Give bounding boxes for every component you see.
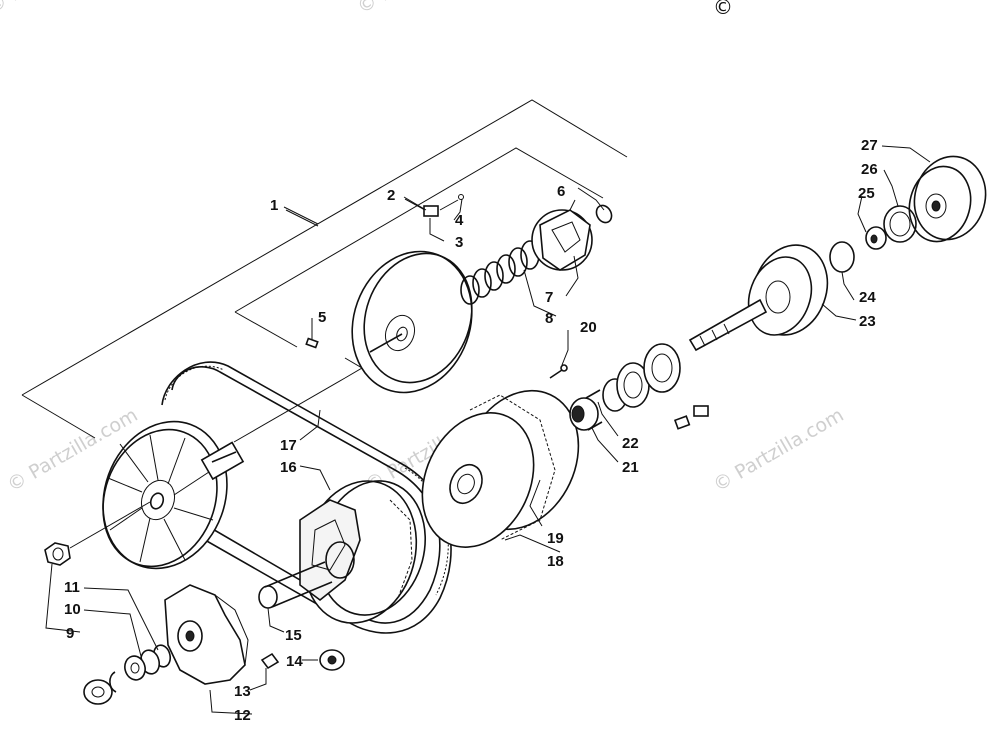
callout-8: 8 [545,310,553,327]
callouts: 1 2 3 4 5 6 7 8 9 10 11 12 13 14 15 16 1… [64,137,878,724]
bushing [319,649,345,671]
movable-drive-sheave [351,250,473,394]
callout-21: 21 [622,459,639,476]
watermark-copyright-mark: © [713,0,733,19]
driven-sheave [69,420,245,570]
leader-lines [45,145,931,715]
clip-assembly [423,194,464,217]
roller-bearing-26 [883,205,917,243]
bushing-25 [865,226,887,250]
driven-clutch [421,389,580,548]
callout-5: 5 [318,309,326,326]
callout-19: 19 [547,530,564,547]
callout-13: 13 [234,683,251,700]
watermark-top-mid: © Partzilla.com [354,0,492,18]
callout-4: 4 [455,212,464,229]
screw [549,364,568,379]
assembly-bracket-1 [21,99,628,439]
clutch-drum [908,155,987,243]
callout-12: 12 [234,707,251,724]
stationary-sheave [164,584,249,685]
callout-26: 26 [861,161,878,178]
spring [460,240,540,305]
bearing-pair [616,343,681,408]
callout-14: 14 [286,653,303,670]
spider-cover [531,199,593,271]
callout-10: 10 [64,601,81,618]
pin [305,337,319,349]
bushing-21 [569,389,603,431]
callout-1: 1 [270,197,278,214]
callout-24: 24 [859,289,876,306]
callout-18: 18 [547,553,564,570]
callout-27: 27 [861,137,878,154]
callout-15: 15 [285,627,302,644]
small-clip [260,652,280,670]
clutch-cam-assembly [299,480,427,624]
callout-3: 3 [455,234,463,251]
watermark-right: © Partzilla.com [710,404,848,496]
clutch-drum-shaft [688,244,829,352]
callout-22: 22 [622,435,639,452]
callout-2: 2 [387,187,395,204]
callout-7: 7 [545,289,553,306]
callout-6: 6 [557,183,565,200]
callout-16: 16 [280,459,297,476]
callout-11: 11 [64,579,80,596]
callout-9: 9 [66,625,74,642]
hex-nut [44,542,71,566]
callout-25: 25 [858,185,875,202]
snap-ring-24 [829,241,855,273]
watermark-top-left: © Partzilla.com [0,0,121,18]
bearing-lower-left [83,679,113,705]
callout-20: 20 [580,319,597,336]
snap-ring [595,204,613,224]
watermarks: © Partzilla.com © Partzilla.com © Partzi… [0,0,847,496]
assembly-bracket-2 [233,147,604,443]
callout-17: 17 [280,437,297,454]
bolt [673,405,709,430]
callout-23: 23 [859,313,876,330]
washer-stack [109,644,172,693]
